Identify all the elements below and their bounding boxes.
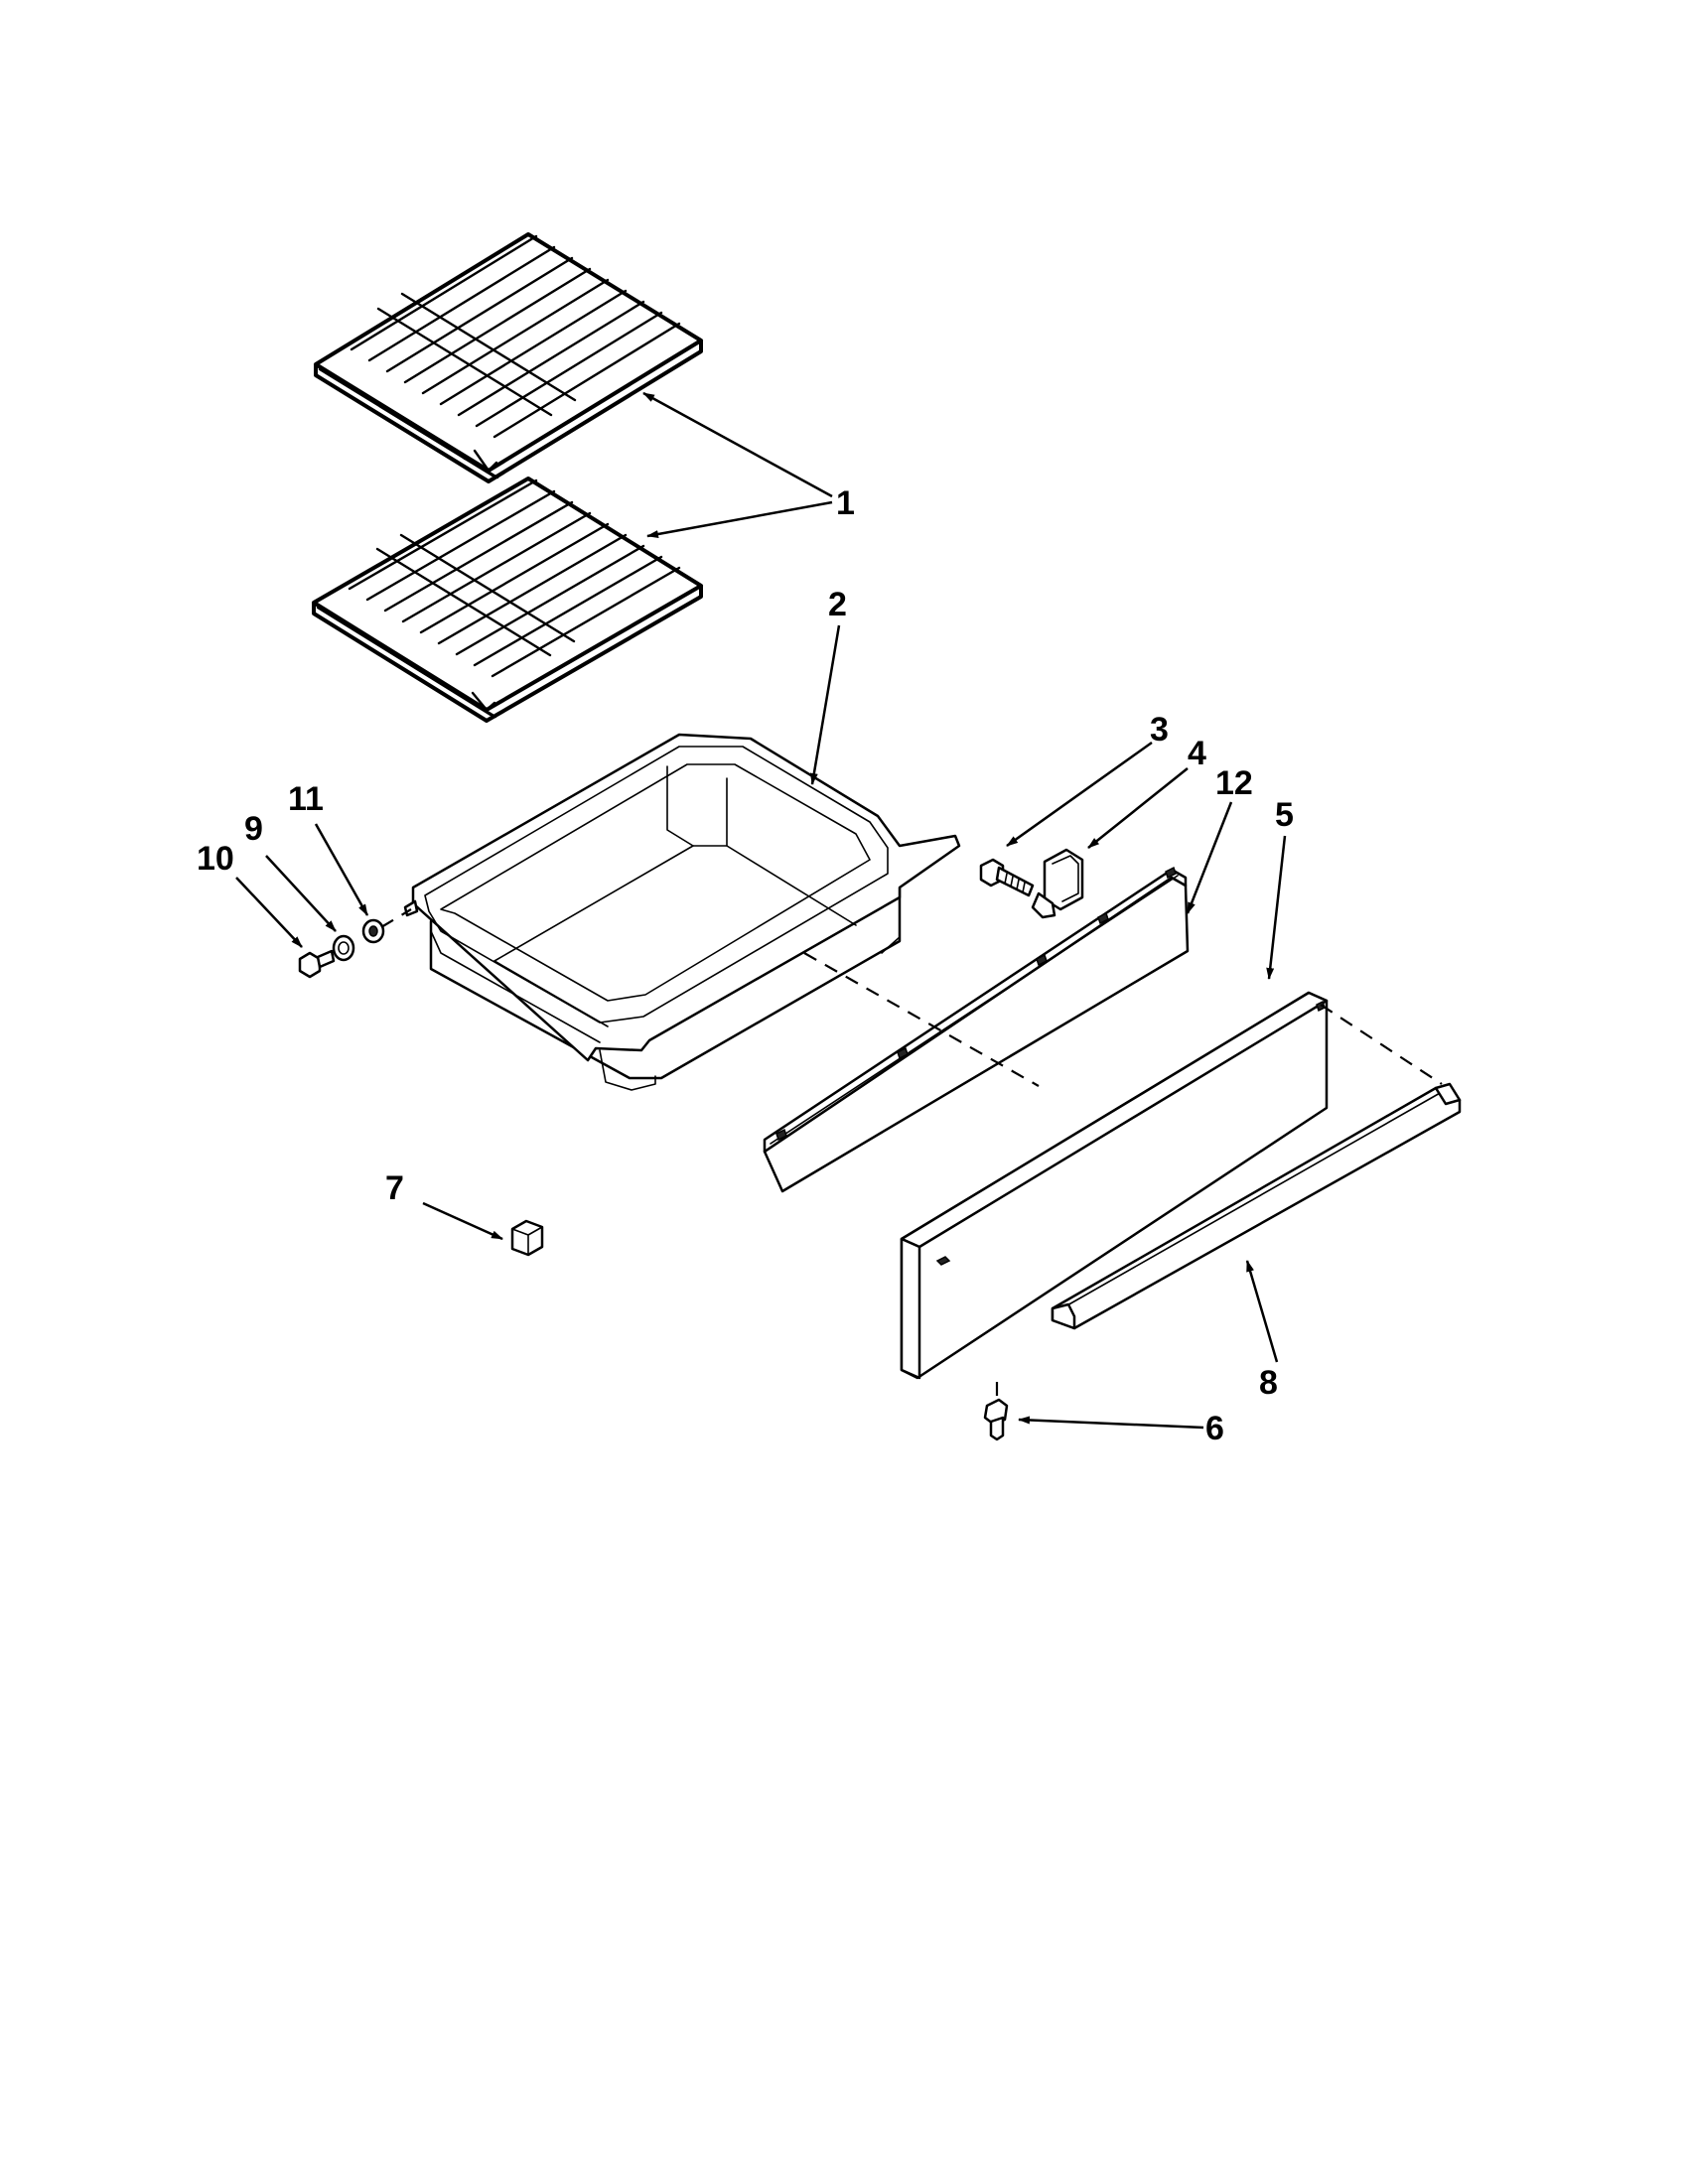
leader-1-upper: [642, 391, 833, 498]
oven-rack-lower: [312, 477, 703, 723]
leader-5: [1266, 835, 1287, 980]
callout-label-9: 9: [244, 810, 263, 848]
slide-bracket: [1031, 848, 1084, 919]
callout-label-6: 6: [1205, 1410, 1224, 1447]
leader-10: [235, 877, 303, 948]
assembly-line-drawer-to-panel: [803, 952, 1040, 1087]
drawer-front-panel: [900, 991, 1329, 1380]
leader-2: [809, 624, 841, 785]
assembly-line-hardware: [380, 908, 412, 928]
drawer-box: [403, 733, 961, 1091]
leader-11: [314, 823, 369, 916]
callout-label-4: 4: [1188, 735, 1206, 772]
leader-3: [1006, 741, 1153, 848]
callout-label-12: 12: [1215, 764, 1253, 802]
assembly-line-front-to-handle: [1320, 1004, 1443, 1085]
leader-1-lower: [646, 500, 833, 538]
spacer-11: [361, 918, 385, 944]
nut-7: [510, 1219, 544, 1257]
drawer-handle: [1051, 1082, 1462, 1330]
callout-label-5: 5: [1275, 796, 1294, 834]
leader-4: [1087, 767, 1189, 849]
oven-rack-upper: [314, 232, 703, 483]
drawer-inner-panel: [763, 866, 1190, 1193]
callout-label-10: 10: [197, 840, 234, 878]
leader-9: [265, 855, 337, 932]
callout-label-3: 3: [1150, 711, 1169, 749]
callout-label-7: 7: [385, 1169, 404, 1207]
leader-7: [422, 1201, 503, 1241]
bolt-3: [979, 858, 1035, 897]
callout-label-1: 1: [836, 484, 855, 522]
washer-9: [332, 934, 355, 962]
callout-label-8: 8: [1259, 1364, 1278, 1402]
callout-label-2: 2: [828, 586, 847, 623]
leader-6: [1018, 1416, 1204, 1430]
leader-12: [1186, 801, 1233, 914]
callout-label-11: 11: [288, 780, 324, 818]
screw-6: [983, 1398, 1009, 1441]
leader-8: [1245, 1260, 1279, 1363]
screw-10: [298, 949, 336, 979]
